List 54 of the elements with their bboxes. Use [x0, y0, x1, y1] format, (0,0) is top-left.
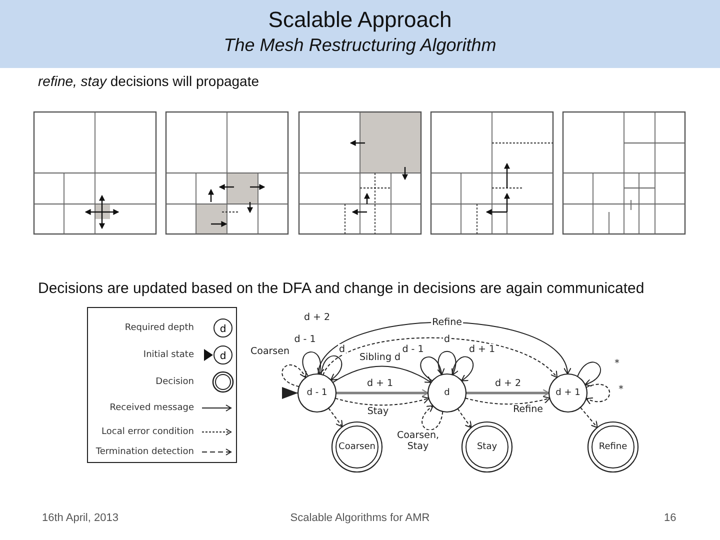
arrow: [328, 408, 343, 428]
slide-subtitle: The Mesh Restructuring Algorithm: [224, 37, 496, 53]
legend-text: Termination detection: [96, 446, 194, 459]
edge-label: d: [442, 334, 452, 345]
legend-text: Received message: [110, 402, 194, 415]
edge-label: Sibling d: [358, 352, 402, 363]
self-loop-arrow: [320, 355, 342, 380]
edge-label: d - 1: [401, 344, 425, 355]
arrow: [464, 396, 550, 405]
edge-label: d + 2: [494, 378, 522, 389]
decision-circle: Coarsen: [331, 421, 383, 473]
self-loop-arrow: [438, 350, 458, 376]
legend-text: Decision: [156, 376, 194, 389]
self-loop-arrow: [422, 405, 444, 430]
page-number: 16: [664, 511, 676, 526]
arrow: [318, 322, 570, 374]
decision-circle: Stay: [461, 421, 513, 473]
footer-date: 16th April, 2013: [42, 511, 118, 526]
self-loop-arrow: [586, 384, 610, 404]
arrow: [336, 389, 428, 397]
edge-label: d: [338, 344, 346, 355]
edge-label: Refine: [431, 317, 463, 328]
edge-label: d + 1: [468, 344, 496, 355]
legend-text: Initial state: [143, 349, 194, 362]
self-loop-arrow: [577, 362, 601, 386]
self-loop-arrow: [302, 352, 324, 377]
arrow: [334, 396, 430, 406]
arrow: [322, 337, 558, 378]
edge-label: d + 2: [302, 312, 332, 323]
decision-circle: Refine: [587, 421, 639, 473]
state-circle: d: [427, 373, 467, 413]
state-circle: d + 1: [548, 373, 588, 413]
legend-symbol-text: d: [218, 323, 228, 337]
legend-text: Local error condition: [102, 426, 194, 439]
edge-label: d - 1: [293, 334, 317, 345]
legend-symbol-text: d: [218, 350, 228, 364]
caption-text: refine, stay decisions will propagate: [38, 73, 260, 89]
arrow: [332, 366, 432, 383]
footer-title: Scalable Algorithms for AMR: [290, 511, 430, 526]
edge-label: d + 1: [366, 378, 394, 389]
slide-title: Scalable Approach: [268, 6, 452, 34]
self-loop-arrow: [420, 356, 444, 382]
initial-state-arrow: [282, 387, 298, 399]
arrow: [580, 406, 598, 428]
edge-label: Refine: [512, 404, 544, 415]
edge-label: Stay: [366, 406, 390, 417]
self-loop-arrow: [452, 356, 474, 382]
edge-label: Coarsen: [250, 346, 290, 357]
arrow: [457, 408, 472, 428]
arrow: [466, 389, 550, 397]
caption-text: Decisions are updated based on the DFA and change in decisions are again communicated: [38, 281, 644, 297]
self-loop-arrow: [282, 364, 306, 388]
state-circle: d - 1: [297, 373, 337, 413]
legend-text: Required depth: [124, 322, 194, 335]
